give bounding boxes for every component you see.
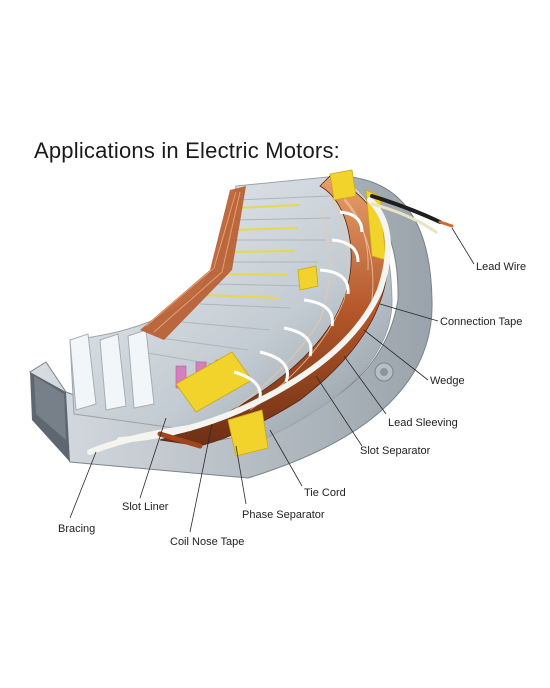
leader-lines (69, 227, 475, 533)
label-lead-sleeving: Lead Sleeving (388, 417, 458, 429)
lead-wire (370, 194, 454, 234)
label-lead-wire: Lead Wire (476, 261, 526, 273)
bracing (87, 425, 203, 455)
label-bracing: Bracing (58, 523, 95, 535)
label-wedge: Wedge (430, 375, 465, 387)
label-tie-cord: Tie Cord (304, 487, 346, 499)
label-coil-nose-tape: Coil Nose Tape (170, 536, 244, 548)
label-connection-tape: Connection Tape (440, 316, 522, 328)
label-phase-separator: Phase Separator (242, 509, 325, 521)
page-title: Applications in Electric Motors: (34, 138, 340, 163)
label-slot-liner: Slot Liner (122, 501, 169, 513)
label-slot-separator: Slot Separator (360, 445, 431, 457)
stator-frame (29, 175, 433, 479)
tie-cord-loops (233, 210, 364, 405)
